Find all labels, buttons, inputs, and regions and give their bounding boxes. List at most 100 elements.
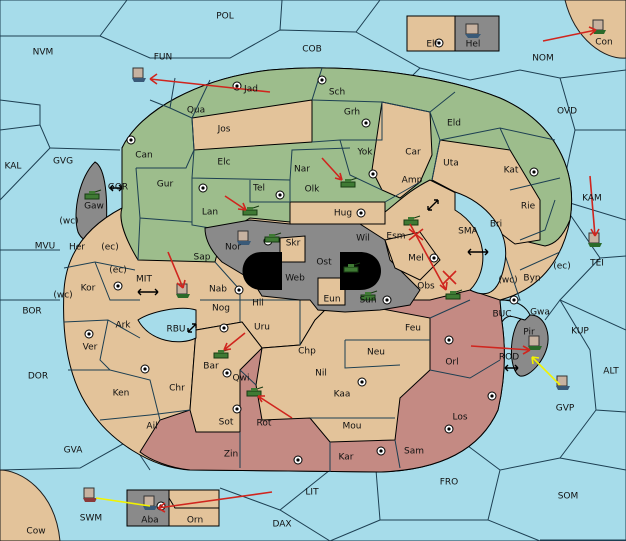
land-label-ail: Ail	[146, 422, 157, 432]
land-label-grh: Grh	[344, 108, 360, 118]
sea-label-lit: LIT	[305, 488, 319, 498]
land-label-nar: Nar	[294, 165, 310, 175]
eun-province[interactable]	[317, 277, 346, 306]
supply-center	[444, 335, 454, 345]
elf-province[interactable]	[406, 15, 456, 52]
sea-labels: POL NVM FUN COB NOM OVD KAL GVG GOR MVU …	[5, 12, 620, 537]
sea-label-alt: ALT	[603, 367, 619, 377]
land-label-olk: Olk	[305, 185, 321, 195]
fleet-unit[interactable]	[465, 23, 481, 38]
land-label-orn: Orn	[187, 516, 203, 526]
tan-south-patch	[255, 299, 431, 443]
army-unit[interactable]	[445, 289, 463, 300]
land-label-hel: Hel	[466, 40, 481, 50]
sea-label-gva: GVA	[64, 446, 84, 456]
supply-center	[126, 135, 136, 145]
land-label-esm: Esm	[386, 232, 405, 242]
sea-label-mit: MIT	[136, 275, 152, 285]
coast-marker: (wc)	[59, 217, 78, 227]
supply-center	[487, 391, 497, 401]
land-label-hug: Hug	[334, 209, 352, 219]
land-label-ver: Ver	[83, 343, 98, 353]
supply-center	[429, 253, 439, 263]
sea-label-con: Con	[595, 38, 613, 48]
land-label-kor: Kor	[81, 284, 96, 294]
army-unit[interactable]	[84, 189, 102, 200]
coast-marker: (wc)	[498, 276, 517, 286]
sea-label-kam: KAM	[582, 194, 602, 204]
sea-label-nvm: NVM	[33, 48, 54, 58]
supply-center	[84, 329, 94, 339]
army-unit[interactable]	[340, 177, 358, 188]
land-label-car: Car	[405, 148, 421, 158]
fleet-unit[interactable]	[132, 67, 146, 82]
black-lake-east	[340, 252, 381, 290]
land-label-jad: Jad	[243, 85, 258, 95]
coast-marker: (ec)	[553, 262, 571, 272]
land-label-mou: Mou	[343, 422, 362, 432]
land-label-orl: Orl	[445, 358, 458, 368]
land-label-rot: Rot	[257, 419, 272, 429]
fleet-unit[interactable]	[528, 335, 542, 350]
land-label-her: Her	[69, 243, 85, 253]
black-lake-west	[242, 252, 282, 290]
land-label-nor: Nor	[225, 243, 241, 253]
land-label-bri: Bri	[490, 220, 502, 230]
supply-center	[222, 368, 232, 378]
sea-label-gvg: GVG	[53, 157, 73, 167]
land-label-sun: Sun	[359, 296, 376, 306]
army-unit[interactable]	[360, 290, 378, 301]
land-label-chp: Chp	[298, 347, 316, 357]
sea-label-rod: ROD	[499, 353, 519, 363]
supply-center	[293, 455, 303, 465]
land-label-neu: Neu	[367, 348, 385, 358]
land-label-sot: Sot	[219, 418, 234, 428]
land-label-feu: Feu	[405, 324, 421, 334]
land-label-eld: Eld	[447, 119, 461, 129]
supply-center	[382, 295, 392, 305]
land-label-skr: Skr	[286, 239, 301, 249]
land-label-aba: Aba	[141, 516, 158, 526]
fleet-unit[interactable]	[83, 487, 97, 502]
supply-center	[198, 183, 208, 193]
land-label-nil: Nil	[315, 369, 327, 379]
land-label-tel: Tel	[252, 184, 265, 194]
land-label-bar: Bar	[203, 362, 219, 372]
sea-label-nom: NOM	[532, 54, 554, 64]
supply-center	[113, 281, 123, 291]
crossing-arrows	[109, 184, 519, 372]
land-label-gaw: Gaw	[84, 202, 104, 212]
army-unit[interactable]	[264, 232, 282, 243]
supply-centers	[84, 38, 539, 511]
sea-label-fro: FRO	[440, 478, 459, 488]
army-unit[interactable]	[246, 386, 264, 397]
land-label-qua: Qua	[187, 106, 205, 116]
coast-marker: (wc)	[53, 291, 72, 301]
army-unit[interactable]	[343, 262, 361, 273]
land-label-zin: Zin	[224, 450, 238, 460]
land-label-kaa: Kaa	[334, 390, 351, 400]
sea-label-kal: KAL	[5, 162, 22, 172]
land-label-yok: Yok	[356, 148, 373, 158]
move-orders	[95, 26, 600, 513]
army-unit[interactable]	[242, 205, 260, 216]
supply-center	[368, 169, 378, 179]
land-label-ken: Ken	[113, 389, 130, 399]
land-label-can: Can	[135, 151, 153, 161]
fleet-unit[interactable]	[237, 230, 251, 245]
land-label-uta: Uta	[443, 159, 459, 169]
land-label-rie: Rie	[521, 202, 536, 212]
supply-center	[232, 404, 242, 414]
sea-label-ovd: OVD	[557, 107, 577, 117]
tan-hug-patch	[289, 201, 386, 225]
supply-center	[317, 75, 327, 85]
sea-label-mvu: MVU	[35, 242, 56, 252]
sea-label-dax: DAX	[272, 520, 291, 530]
land-label-uru: Uru	[254, 323, 270, 333]
sea-label-pol: POL	[216, 12, 234, 22]
supply-center	[361, 118, 371, 128]
land-label-jos: Jos	[217, 125, 231, 135]
supply-center	[529, 167, 539, 177]
